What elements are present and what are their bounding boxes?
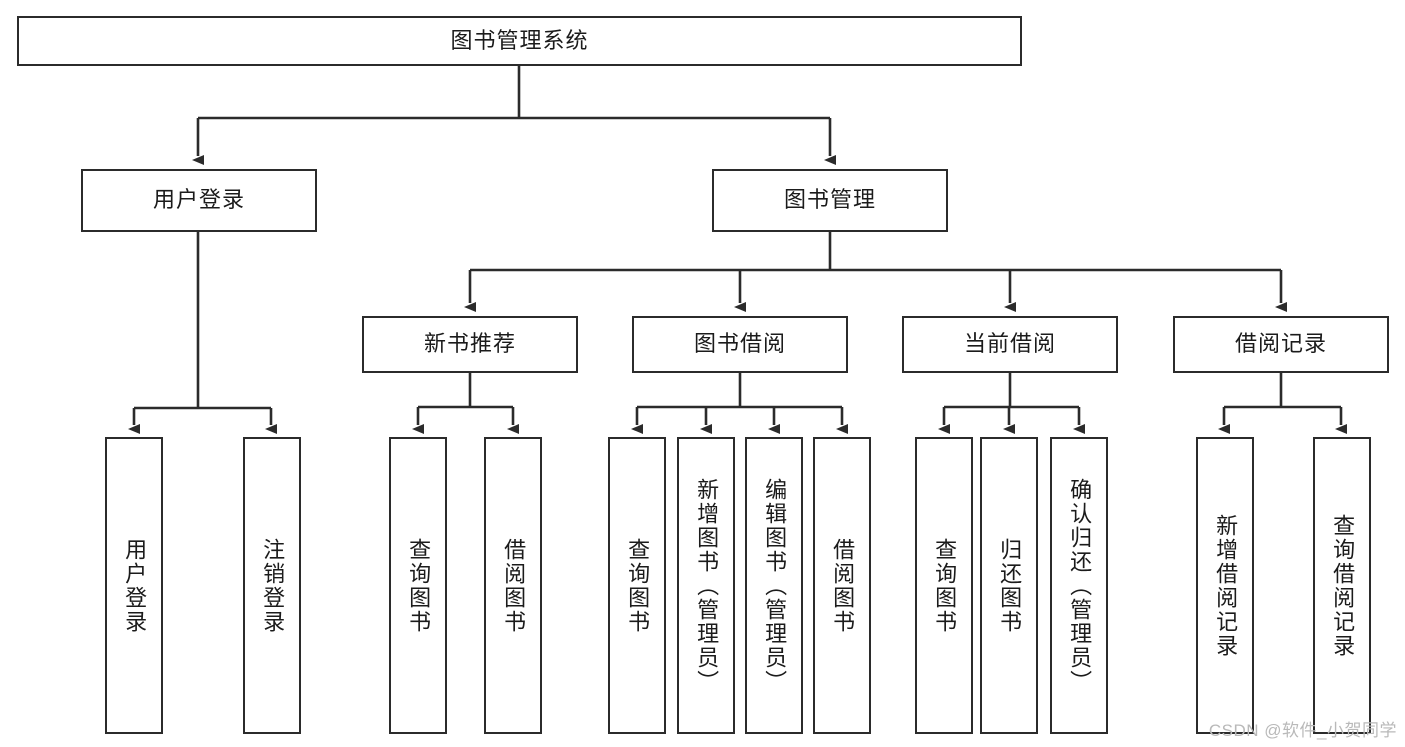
node-user-login-label: 用户登录 — [152, 187, 245, 213]
leaf-add-borrow-record[interactable]: 新增借阅记录 — [1196, 437, 1254, 734]
node-book-borrow-label: 图书借阅 — [693, 331, 786, 357]
node-new-book-recommend[interactable]: 新书推荐 — [362, 316, 578, 373]
leaf-query-book-new-label: 查询图书 — [406, 537, 432, 634]
leaf-confirm-return-admin[interactable]: 确认归还（管理员） — [1050, 437, 1108, 734]
node-new-book-recommend-label: 新书推荐 — [423, 331, 516, 357]
node-borrow-record-label: 借阅记录 — [1234, 331, 1327, 357]
node-current-borrow[interactable]: 当前借阅 — [902, 316, 1118, 373]
leaf-logout-label: 注销登录 — [260, 537, 286, 634]
node-book-management[interactable]: 图书管理 — [712, 169, 948, 232]
node-current-borrow-label: 当前借阅 — [963, 331, 1056, 357]
leaf-query-book[interactable]: 查询图书 — [608, 437, 666, 734]
leaf-edit-book-admin[interactable]: 编辑图书（管理员） — [745, 437, 803, 734]
leaf-confirm-return-admin-label: 确认归还（管理员） — [1067, 477, 1093, 694]
leaf-edit-book-admin-label: 编辑图书（管理员） — [762, 477, 788, 694]
leaf-logout[interactable]: 注销登录 — [243, 437, 301, 734]
leaf-add-book-admin-label: 新增图书（管理员） — [694, 477, 720, 694]
leaf-user-login-label: 用户登录 — [122, 537, 148, 634]
node-borrow-record[interactable]: 借阅记录 — [1173, 316, 1389, 373]
leaf-borrow-book-new[interactable]: 借阅图书 — [484, 437, 542, 734]
node-root-label: 图书管理系统 — [450, 27, 589, 53]
leaf-query-borrow-record-label: 查询借阅记录 — [1330, 513, 1356, 658]
leaf-user-login[interactable]: 用户登录 — [105, 437, 163, 734]
leaf-borrow-book-new-label: 借阅图书 — [501, 537, 527, 634]
leaf-return-book-label: 归还图书 — [997, 537, 1023, 634]
leaf-query-borrow-record[interactable]: 查询借阅记录 — [1313, 437, 1371, 734]
leaf-borrow-book-label: 借阅图书 — [830, 537, 856, 634]
leaf-add-borrow-record-label: 新增借阅记录 — [1213, 513, 1239, 658]
leaf-add-book-admin[interactable]: 新增图书（管理员） — [677, 437, 735, 734]
leaf-query-book-label: 查询图书 — [625, 537, 651, 634]
leaf-query-book-current-label: 查询图书 — [932, 537, 958, 634]
leaf-query-book-current[interactable]: 查询图书 — [915, 437, 973, 734]
node-user-login[interactable]: 用户登录 — [81, 169, 317, 232]
node-book-borrow[interactable]: 图书借阅 — [632, 316, 848, 373]
node-root[interactable]: 图书管理系统 — [17, 16, 1022, 66]
leaf-query-book-new[interactable]: 查询图书 — [389, 437, 447, 734]
node-book-management-label: 图书管理 — [783, 187, 876, 213]
leaf-return-book[interactable]: 归还图书 — [980, 437, 1038, 734]
leaf-borrow-book[interactable]: 借阅图书 — [813, 437, 871, 734]
